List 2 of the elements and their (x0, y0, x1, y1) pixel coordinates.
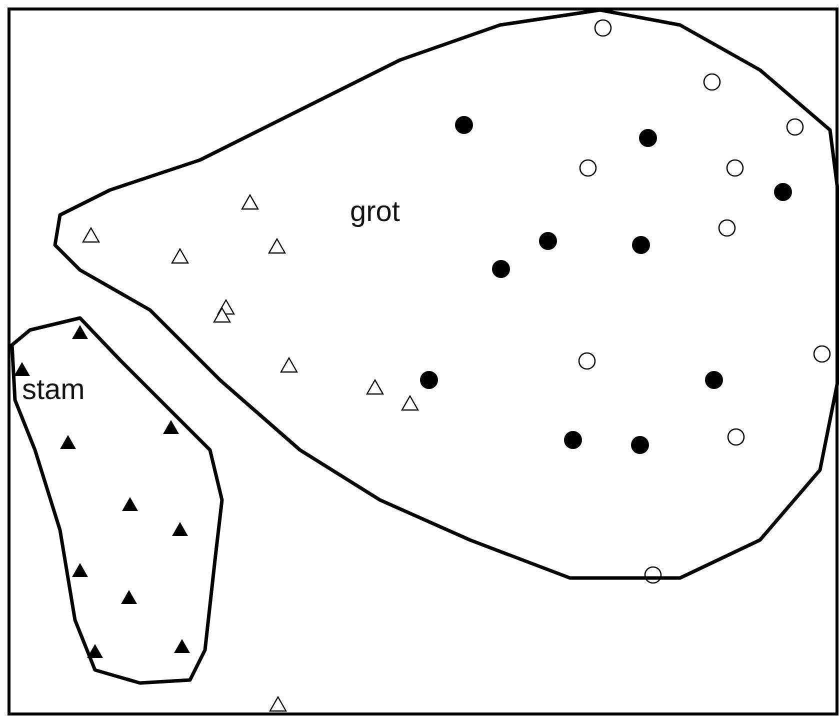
region-label: grot (350, 198, 400, 227)
region-label: stam (22, 376, 85, 405)
